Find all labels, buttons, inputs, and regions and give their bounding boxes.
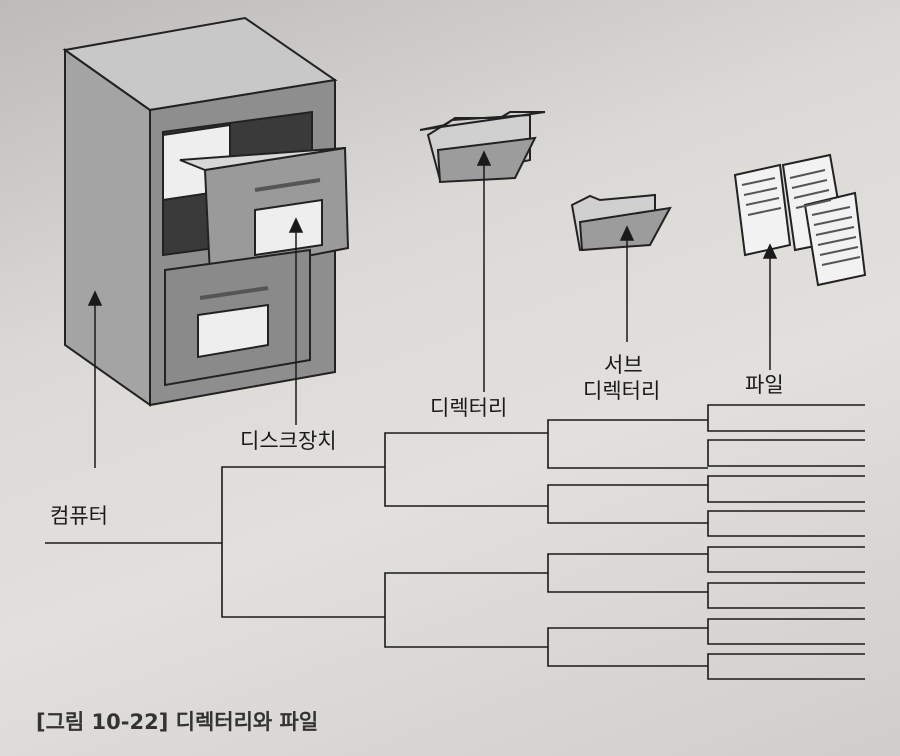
tree-branch-file [707,404,865,432]
arrow-subdirectory [619,225,635,342]
label-file: 파일 [745,373,784,397]
tree-branch-directory [384,572,548,648]
arrow-computer [87,290,103,468]
tree-branch-file [707,546,865,573]
document-files-icon [733,153,867,287]
arrow-directory [476,150,492,392]
tree-branch-level1 [221,466,385,618]
directory-tree [45,404,865,680]
label-directory: 디렉터리 [430,396,508,420]
label-subdirectory-2: 디렉터리 [583,379,661,403]
tree-branch-subdirectory [547,553,708,593]
tree-branch-file [707,475,865,503]
label-subdirectory-1: 서브 [604,353,643,377]
label-computer: 컴퓨터 [50,504,108,528]
label-disk: 디스크장치 [240,429,337,453]
tree-branch-file [707,653,865,680]
tree-branch-file [707,582,865,609]
file-cabinet-illustration [62,16,350,407]
tree-branch-directory [384,432,548,507]
subfolder-icon [570,193,672,252]
tree-branch-subdirectory [547,484,708,524]
tree-branch-file [707,439,865,467]
folder-icon [419,111,546,184]
figure-caption: [그림 10-22] 디렉터리와 파일 [36,710,319,734]
arrow-disk [288,217,304,425]
arrow-file [762,243,778,370]
tree-branch-file [707,510,865,537]
tree-branch-subdirectory [547,627,708,667]
tree-branch-file [707,618,865,645]
tree-branch-subdirectory [547,419,708,469]
